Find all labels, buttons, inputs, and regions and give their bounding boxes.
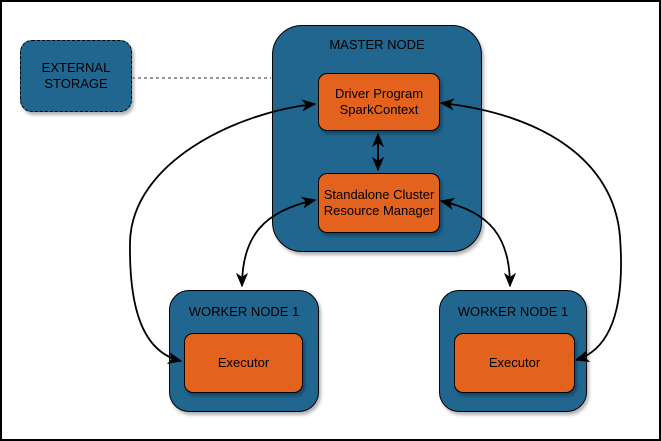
worker-node-right-title: WORKER NODE 1 <box>457 304 569 319</box>
executor-box-right: Executor <box>454 333 575 393</box>
worker-node-left-title: WORKER NODE 1 <box>188 304 300 319</box>
driver-program-box: Driver Program SparkContext <box>318 73 440 131</box>
executor-left-label: Executor <box>217 355 270 370</box>
external-storage-label-line1: EXTERNAL <box>41 60 111 75</box>
executor-box-left: Executor <box>184 333 303 393</box>
resource-manager-label-line2: Resource Manager <box>323 203 435 218</box>
external-storage-label-line2: STORAGE <box>44 76 108 91</box>
worker-node-right: WORKER NODE 1 Executor <box>439 290 587 412</box>
external-storage-node: EXTERNAL STORAGE <box>20 40 132 112</box>
driver-program-label-line1: Driver Program <box>334 86 424 101</box>
resource-manager-box: Standalone Cluster Resource Manager <box>318 173 440 233</box>
executor-right-label: Executor <box>488 355 541 370</box>
master-node: MASTER NODE Driver Program SparkContext … <box>272 25 482 252</box>
driver-program-label-line2: SparkContext <box>339 102 419 117</box>
master-node-title: MASTER NODE <box>329 37 425 52</box>
worker-node-left: WORKER NODE 1 Executor <box>169 290 319 412</box>
resource-manager-label-line1: Standalone Cluster <box>323 187 435 202</box>
